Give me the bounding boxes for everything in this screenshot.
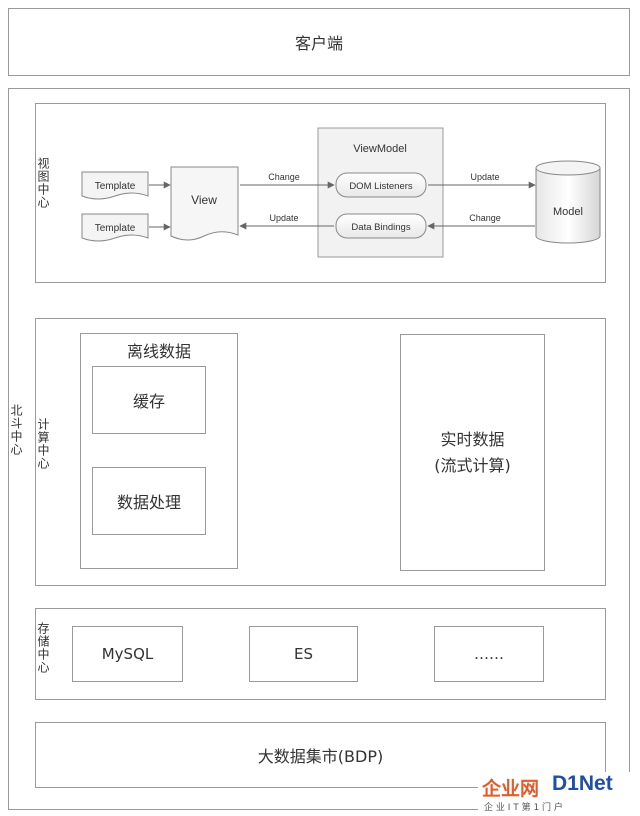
view-center-box — [35, 103, 606, 283]
beidou-label: 北斗中心 — [9, 404, 23, 456]
realtime-line-2: (流式计算) — [434, 455, 511, 475]
storage-item-es-label: ES — [294, 645, 313, 663]
client-label: 客户端 — [294, 34, 343, 53]
watermark-main-en: D1Net — [552, 772, 613, 795]
cache-box: 缓存 — [92, 366, 206, 434]
storage-item-mysql-label: MySQL — [101, 645, 154, 663]
watermark-logo: 企业网 D1Net 企 业 I T 第 1 门 户 — [478, 772, 638, 816]
offline-data-title: 离线数据 — [126, 342, 191, 361]
storage-item-more: …… — [434, 626, 544, 682]
compute-center-label: 计算中心 — [36, 418, 50, 470]
watermark-main-cn: 企业网 — [482, 778, 540, 800]
data-processing-box: 数据处理 — [92, 467, 206, 535]
watermark-sub: 企 业 I T 第 1 门 户 — [484, 803, 563, 813]
view-center-label: 视图中心 — [36, 157, 50, 209]
storage-item-more-label: …… — [474, 645, 504, 663]
data-processing-label: 数据处理 — [116, 493, 181, 512]
client-box: 客户端 — [8, 8, 630, 76]
storage-item-es: ES — [249, 626, 358, 682]
realtime-line-1: 实时数据 — [440, 429, 505, 449]
storage-item-mysql: MySQL — [72, 626, 183, 682]
bdp-label: 大数据集市(BDP) — [257, 747, 384, 766]
storage-center-label: 存储中心 — [36, 622, 50, 674]
realtime-data-box: 实时数据 (流式计算) — [400, 334, 545, 571]
cache-label: 缓存 — [132, 392, 165, 411]
